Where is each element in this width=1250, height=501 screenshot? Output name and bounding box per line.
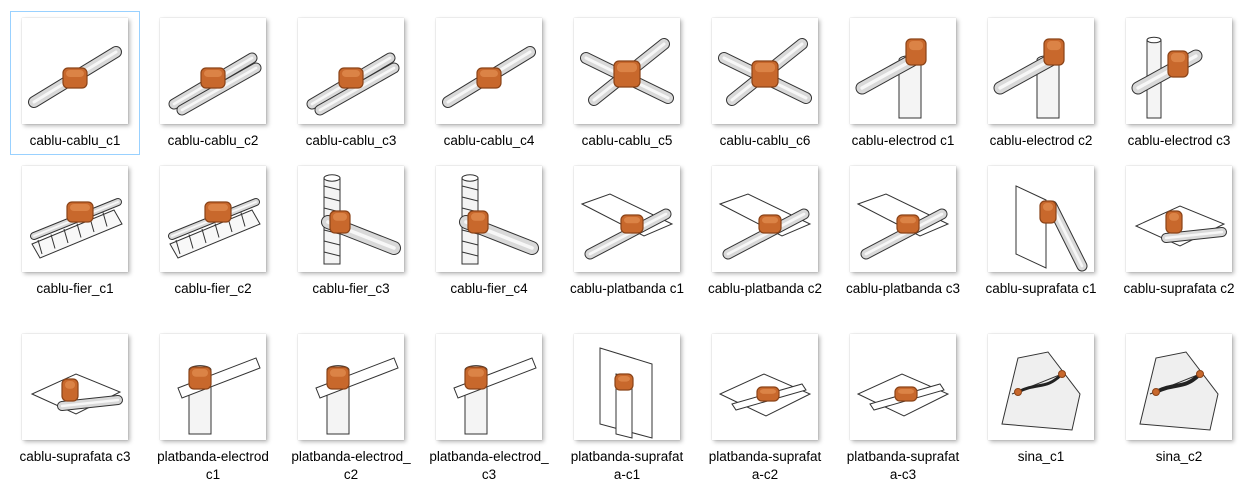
- cable-surface-thumbnail[interactable]: [1126, 166, 1232, 272]
- file-label[interactable]: platbanda-electrod c1: [157, 449, 269, 482]
- file-item[interactable]: cablu-cablu_c5: [562, 11, 692, 155]
- cable-rebar-thumbnail[interactable]: [160, 166, 266, 272]
- file-item[interactable]: cablu-platbanda c1: [562, 159, 692, 303]
- flatbar-electrode-thumbnail[interactable]: [436, 334, 542, 440]
- file-label[interactable]: cablu-fier_c3: [312, 281, 390, 296]
- flatbar-electrode-thumbnail[interactable]: [298, 334, 404, 440]
- file-label[interactable]: sina_c1: [1017, 449, 1065, 464]
- cable-electrode-thumbnail[interactable]: [850, 18, 956, 124]
- cable-connector-thumbnail[interactable]: [22, 18, 128, 124]
- cable-cross-connector-thumbnail[interactable]: [712, 18, 818, 124]
- file-label[interactable]: cablu-cablu_c5: [581, 133, 673, 148]
- cable-electrode-thumbnail[interactable]: [1126, 18, 1232, 124]
- file-label[interactable]: cablu-fier_c4: [450, 281, 528, 296]
- rail-thumbnail[interactable]: [988, 334, 1094, 440]
- file-item[interactable]: cablu-suprafata c1: [976, 159, 1106, 303]
- file-item[interactable]: cablu-suprafata c2: [1114, 159, 1244, 303]
- cable-cross-connector-thumbnail[interactable]: [574, 18, 680, 124]
- cable-surface-thumbnail[interactable]: [22, 334, 128, 440]
- file-label[interactable]: cablu-cablu_c6: [719, 133, 811, 148]
- file-item[interactable]: cablu-suprafata c3: [10, 327, 140, 471]
- cable-connector-thumbnail[interactable]: [298, 18, 404, 124]
- file-item[interactable]: cablu-electrod c1: [838, 11, 968, 155]
- file-label[interactable]: cablu-platbanda c1: [569, 281, 685, 296]
- file-label[interactable]: cablu-platbanda c2: [707, 281, 823, 296]
- file-label[interactable]: platbanda-suprafata-c3: [846, 449, 960, 482]
- file-item[interactable]: sina_c2: [1114, 327, 1244, 471]
- flatbar-electrode-thumbnail[interactable]: [160, 334, 266, 440]
- cable-electrode-thumbnail[interactable]: [988, 18, 1094, 124]
- file-label[interactable]: cablu-cablu_c1: [29, 133, 121, 148]
- flatbar-surface-thumbnail[interactable]: [574, 334, 680, 440]
- file-label[interactable]: cablu-suprafata c2: [1123, 281, 1235, 296]
- cable-rebar-vertical-thumbnail[interactable]: [298, 166, 404, 272]
- file-label[interactable]: platbanda-suprafata-c1: [570, 449, 684, 482]
- file-item[interactable]: platbanda-suprafata-c1: [562, 327, 692, 489]
- file-item[interactable]: platbanda-suprafata-c2: [700, 327, 830, 489]
- flatbar-surface-thumbnail[interactable]: [850, 334, 956, 440]
- file-item[interactable]: cablu-fier_c4: [424, 159, 554, 303]
- file-label[interactable]: cablu-electrod c3: [1127, 133, 1231, 148]
- file-item[interactable]: platbanda-suprafata-c3: [838, 327, 968, 489]
- file-item[interactable]: cablu-cablu_c6: [700, 11, 830, 155]
- file-label[interactable]: cablu-cablu_c2: [167, 133, 259, 148]
- cable-surface-thumbnail[interactable]: [988, 166, 1094, 272]
- file-item[interactable]: cablu-electrod c3: [1114, 11, 1244, 155]
- cable-connector-thumbnail[interactable]: [436, 18, 542, 124]
- file-item[interactable]: cablu-platbanda c2: [700, 159, 830, 303]
- file-label[interactable]: cablu-electrod c2: [989, 133, 1093, 148]
- file-label[interactable]: platbanda-electrod_c2: [291, 449, 411, 482]
- file-label[interactable]: cablu-cablu_c3: [305, 133, 397, 148]
- file-item[interactable]: cablu-fier_c3: [286, 159, 416, 303]
- file-item[interactable]: platbanda-electrod_c3: [424, 327, 554, 489]
- cable-flatbar-thumbnail[interactable]: [850, 166, 956, 272]
- rail-thumbnail[interactable]: [1126, 334, 1232, 440]
- file-item[interactable]: cablu-cablu_c3: [286, 11, 416, 155]
- file-item[interactable]: platbanda-electrod_c2: [286, 327, 416, 489]
- file-item[interactable]: cablu-fier_c1: [10, 159, 140, 303]
- file-label[interactable]: cablu-fier_c2: [174, 281, 252, 296]
- flatbar-surface-thumbnail[interactable]: [712, 334, 818, 440]
- cable-rebar-vertical-thumbnail[interactable]: [436, 166, 542, 272]
- file-label[interactable]: sina_c2: [1155, 449, 1203, 464]
- file-item[interactable]: cablu-cablu_c4: [424, 11, 554, 155]
- file-label[interactable]: platbanda-electrod_c3: [429, 449, 549, 482]
- cable-flatbar-thumbnail[interactable]: [574, 166, 680, 272]
- file-item[interactable]: cablu-fier_c2: [148, 159, 278, 303]
- cable-rebar-thumbnail[interactable]: [22, 166, 128, 272]
- file-item[interactable]: platbanda-electrod c1: [148, 327, 278, 489]
- file-label[interactable]: cablu-suprafata c1: [985, 281, 1097, 296]
- file-item[interactable]: cablu-cablu_c2: [148, 11, 278, 155]
- file-label[interactable]: cablu-fier_c1: [36, 281, 114, 296]
- file-label[interactable]: platbanda-suprafata-c2: [708, 449, 822, 482]
- cable-connector-thumbnail[interactable]: [160, 18, 266, 124]
- file-item[interactable]: cablu-platbanda c3: [838, 159, 968, 303]
- file-label[interactable]: cablu-suprafata c3: [19, 449, 131, 464]
- file-label[interactable]: cablu-platbanda c3: [845, 281, 961, 296]
- cable-flatbar-thumbnail[interactable]: [712, 166, 818, 272]
- file-label[interactable]: cablu-electrod c1: [851, 133, 955, 148]
- file-item[interactable]: cablu-cablu_c1: [10, 11, 140, 155]
- file-label[interactable]: cablu-cablu_c4: [443, 133, 535, 148]
- file-item[interactable]: cablu-electrod c2: [976, 11, 1106, 155]
- file-item[interactable]: sina_c1: [976, 327, 1106, 471]
